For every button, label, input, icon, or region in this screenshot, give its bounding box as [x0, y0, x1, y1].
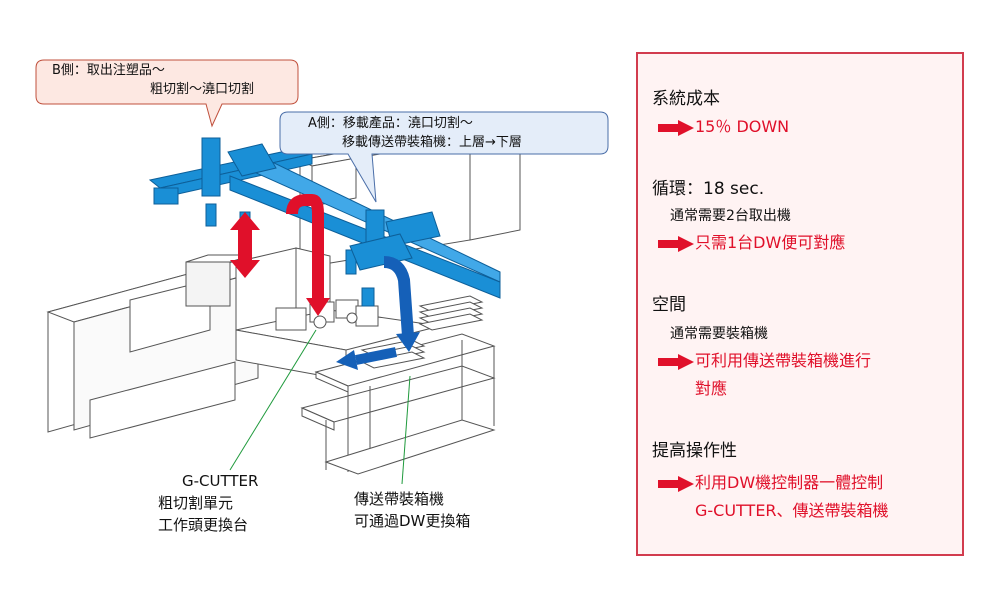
- conveyor-label-line2: 可通過DW更換箱: [354, 512, 471, 530]
- gcutter-label-line3: 工作頭更換台: [158, 516, 249, 534]
- gcutter-label-line2: 粗切割單元: [158, 494, 234, 512]
- cost-result-text: 15％ DOWN: [695, 117, 790, 136]
- red-arrow-icon: [658, 476, 694, 492]
- cycle-title: 循環：18 sec.: [652, 179, 765, 199]
- cutter-station-1: [275, 307, 307, 331]
- conveyor-label-line1: 傳送帶裝箱機: [354, 490, 445, 508]
- gcutter-leader-line: [229, 329, 317, 471]
- red-arrow-icon: [658, 236, 694, 252]
- red-arrow-icon: [658, 120, 694, 136]
- conveyor-base: [324, 419, 496, 475]
- machine-diagram: [35, 59, 609, 485]
- operability-result-line1: 利用DW機控制器一體控制: [695, 473, 884, 492]
- gcutter-label-line1: G-CUTTER: [182, 472, 259, 490]
- red-arrow-icon: [658, 354, 694, 370]
- space-result-line2-text: 對應: [695, 379, 728, 398]
- b-side-callout-bubble: [35, 59, 299, 128]
- blue-transfer-arrow: [383, 256, 414, 337]
- b-side-column: [201, 137, 221, 197]
- cutter-station-4: [355, 305, 379, 327]
- red-transfer-arrow: [286, 194, 324, 300]
- a-side-callout-bubble: [279, 111, 609, 203]
- vertical-motion-arrow: [238, 228, 252, 262]
- cycle-result-text: 只需1台DW便可對應: [695, 233, 846, 252]
- cycle-note: 通常需要2台取出機: [670, 208, 791, 224]
- space-note: 通常需要裝箱機: [670, 326, 768, 342]
- cost-title: 系統成本: [652, 89, 720, 109]
- b-side-callout-line2: 粗切割～澆口切割: [150, 82, 255, 97]
- b-side-callout-line1: B側：取出注塑品～: [52, 63, 165, 78]
- space-title: 空間: [652, 295, 686, 315]
- benefits-panel: 系統成本 15％ DOWN 循環：18 sec. 通常需要2台取出機 只需1台D…: [636, 52, 964, 556]
- operability-title: 提高操作性: [652, 441, 737, 461]
- a-side-callout-line2: 移載傳送帶裝箱機：上層→下層: [342, 135, 522, 150]
- conveyor-leader-line: [401, 375, 411, 485]
- space-result-line1: 可利用傳送帶裝箱機進行: [695, 351, 872, 370]
- a-side-callout-line1: A側：移載產品：澆口切割～: [308, 116, 473, 131]
- operability-result-line2-text: G-CUTTER、傳送帶裝箱機: [695, 501, 889, 520]
